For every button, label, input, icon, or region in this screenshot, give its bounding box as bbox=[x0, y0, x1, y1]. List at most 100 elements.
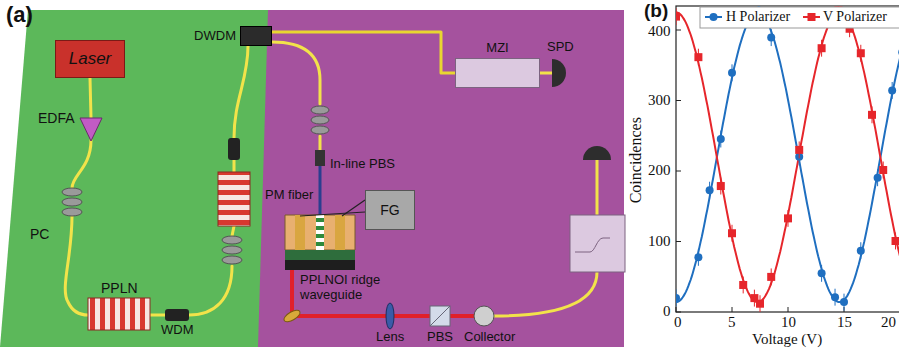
illustration-shape bbox=[72, 140, 91, 188]
illustration-shape bbox=[311, 116, 329, 124]
part-label: PM fiber bbox=[265, 188, 313, 203]
illustration-shape bbox=[316, 218, 324, 222]
data-point bbox=[694, 53, 702, 61]
data-point bbox=[717, 135, 725, 143]
illustration-shape bbox=[540, 72, 552, 75]
fit-curve bbox=[676, 12, 899, 302]
data-point bbox=[879, 166, 887, 174]
illustration-shape bbox=[62, 208, 82, 216]
data-point bbox=[818, 269, 826, 277]
data-point bbox=[706, 186, 714, 194]
tick-label: 400 bbox=[648, 23, 671, 40]
component-label: DWDM bbox=[194, 29, 236, 44]
illustration-shape bbox=[494, 272, 597, 316]
data-point bbox=[898, 48, 899, 56]
illustration-shape bbox=[596, 160, 599, 215]
axis-title: Voltage (V) bbox=[752, 331, 822, 348]
chip-layer bbox=[285, 250, 355, 260]
pbs-diagonal bbox=[430, 306, 450, 326]
tick bbox=[676, 171, 681, 172]
mzi-box: MZI bbox=[455, 58, 540, 88]
illustration-shape bbox=[62, 188, 82, 196]
legend-sample bbox=[710, 13, 718, 21]
mirror bbox=[282, 308, 302, 324]
function-generator: FG bbox=[365, 190, 415, 230]
illustration-shape bbox=[316, 226, 324, 230]
illustration-shape bbox=[319, 136, 322, 150]
illustration-shape bbox=[233, 160, 236, 172]
detector bbox=[552, 59, 566, 87]
illustration-shape bbox=[300, 212, 365, 216]
chip-substrate bbox=[285, 260, 355, 270]
detector bbox=[583, 146, 611, 160]
tick-label: 100 bbox=[648, 233, 671, 250]
data-point bbox=[840, 298, 848, 306]
data-point bbox=[784, 214, 792, 222]
data-point bbox=[857, 49, 865, 57]
data-point bbox=[857, 247, 865, 255]
green-panel bbox=[0, 10, 272, 347]
data-point bbox=[739, 281, 747, 289]
collector bbox=[474, 306, 494, 326]
mzi-waveguide bbox=[575, 238, 610, 252]
plot-area bbox=[676, 6, 899, 312]
part-label: EDFA bbox=[38, 110, 75, 126]
tick-label: 15 bbox=[837, 314, 852, 331]
tick-label: 5 bbox=[728, 314, 736, 331]
tick bbox=[676, 307, 677, 312]
tick-label: 0 bbox=[663, 303, 671, 320]
data-point bbox=[694, 253, 702, 261]
illustration-shape bbox=[189, 266, 232, 315]
illustration-shape bbox=[232, 226, 234, 236]
electrode bbox=[335, 215, 345, 250]
part-label: PPLNOI ridge waveguide bbox=[300, 273, 408, 303]
data-point bbox=[767, 273, 775, 281]
part-label: Lens bbox=[376, 330, 404, 345]
data-point bbox=[818, 44, 826, 52]
tick bbox=[676, 312, 681, 313]
dwdm-box: DWDM bbox=[240, 26, 272, 46]
part-label: PPLN bbox=[101, 280, 138, 296]
edfa-symbol bbox=[80, 118, 102, 141]
legend-sample bbox=[808, 13, 816, 21]
panel-letter: (b) bbox=[644, 0, 668, 22]
laser-beam bbox=[290, 270, 294, 312]
illustration-shape bbox=[90, 78, 91, 118]
axis-title: Coincidences bbox=[627, 117, 645, 203]
part-label: PBS bbox=[427, 330, 453, 345]
data-point bbox=[795, 146, 803, 154]
data-point bbox=[676, 294, 680, 302]
data-point bbox=[892, 237, 899, 245]
data-point bbox=[756, 300, 764, 308]
illustration-shape bbox=[311, 106, 329, 114]
wire bbox=[300, 200, 365, 216]
data-point bbox=[717, 182, 725, 190]
data-point bbox=[888, 86, 896, 94]
purple-panel bbox=[258, 10, 624, 347]
ppln-crystal bbox=[88, 298, 150, 330]
electrode bbox=[295, 215, 305, 250]
fiber-component bbox=[228, 138, 240, 160]
laser-box: Laser bbox=[55, 40, 125, 78]
poled-waveguide bbox=[316, 215, 324, 250]
illustration-shape bbox=[65, 216, 88, 315]
chart bbox=[672, 2, 899, 312]
data-point bbox=[728, 229, 736, 237]
illustration-shape bbox=[316, 242, 324, 246]
inline-pbs bbox=[315, 150, 325, 166]
illustration-shape bbox=[316, 215, 324, 250]
wdm-component bbox=[165, 309, 189, 321]
fiber bbox=[65, 42, 597, 316]
tick bbox=[732, 307, 733, 312]
plot-frame bbox=[676, 6, 899, 312]
data-point bbox=[767, 34, 775, 42]
illustration-shape bbox=[272, 42, 320, 104]
component-label: FG bbox=[380, 202, 399, 218]
lens bbox=[386, 303, 394, 329]
tick bbox=[676, 30, 681, 31]
fiber-connector bbox=[272, 32, 455, 73]
legend-box bbox=[700, 7, 899, 28]
